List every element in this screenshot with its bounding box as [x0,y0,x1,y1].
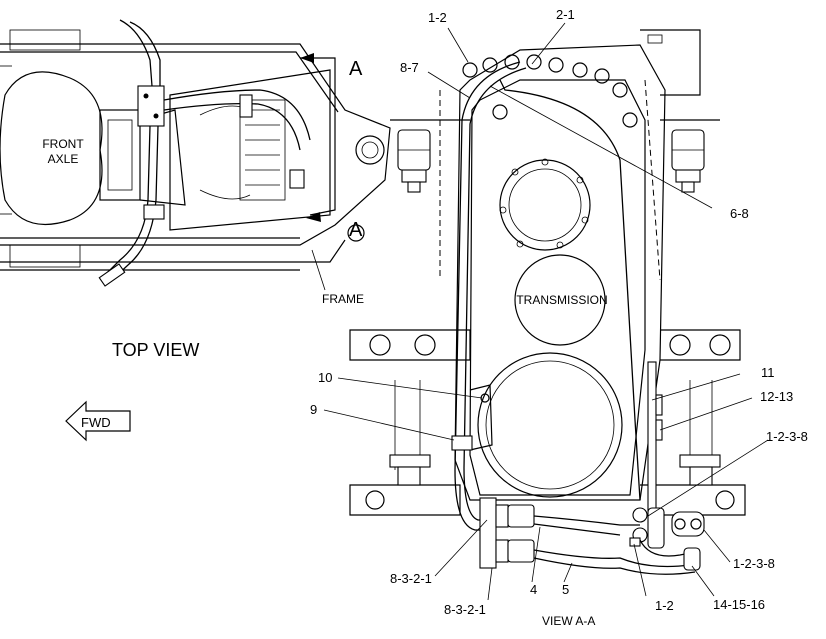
callout-5: 5 [562,582,569,597]
callout-1-2-3-8-upper: 1-2-3-8 [766,429,808,444]
callout-4: 4 [530,582,537,597]
view-aa-drawing [349,29,746,575]
top-bolt-ring [462,54,638,128]
top-view-title: TOP VIEW [112,340,199,360]
callout-8-7: 8-7 [400,60,419,75]
callout-11: 11 [761,365,775,380]
view-aa-title: VIEW A-A [542,614,595,628]
callout-12-13: 12-13 [760,389,793,404]
frame-label: FRAME [322,292,364,306]
front-axle-label-line2: AXLE [48,152,79,166]
callout-8-3-2-1-lower: 8-3-2-1 [444,602,486,617]
front-axle-label-line1: FRONT [42,137,84,151]
callout-1-2-bottom: 1-2 [655,598,674,613]
top-view-drawing [0,19,391,442]
section-mark-a-top: A [349,58,363,80]
callout-8-3-2-1-upper: 8-3-2-1 [390,571,432,586]
left-mount [397,129,431,193]
callout-6-8: 6-8 [730,206,749,221]
fwd-arrow-label: FWD [81,415,111,430]
transmission-label: TRANSMISSION [516,293,607,307]
right-mount [671,129,705,193]
callout-leaders [323,22,769,601]
callout-9: 9 [310,402,317,417]
callout-2-1: 2-1 [556,7,575,22]
section-mark-a-bottom: A [349,219,363,241]
callout-1-2-top: 1-2 [428,10,447,25]
callout-10: 10 [318,370,332,385]
callout-14-15-16: 14-15-16 [713,597,765,612]
callout-1-2-3-8-lower: 1-2-3-8 [733,556,775,571]
